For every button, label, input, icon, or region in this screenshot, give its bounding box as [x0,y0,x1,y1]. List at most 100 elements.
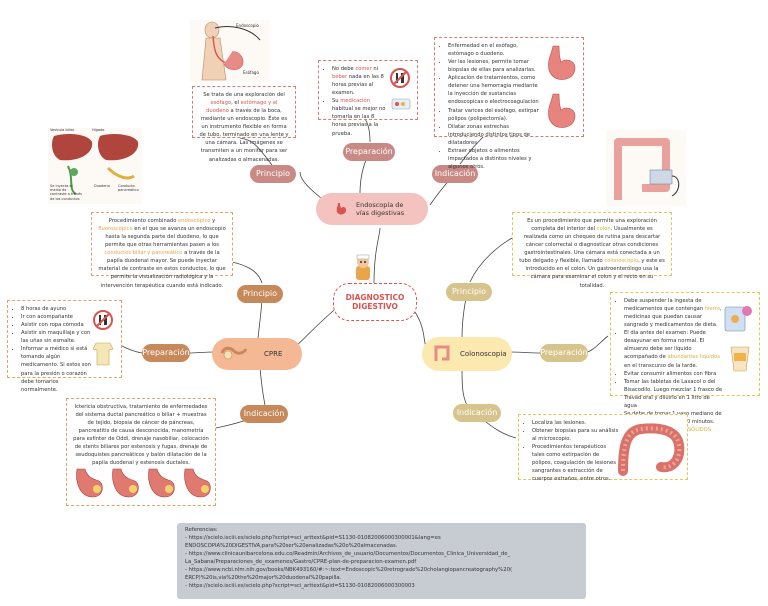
text: y [210,218,216,224]
text: Procedimiento combinado [108,218,179,224]
center-title: DIAGNOSTICO DIGESTIVO [345,293,405,311]
text: en el que se avanza un endoscopio hasta … [104,226,226,249]
ind-item: Dilatar zonas estrechas introduciendo di… [448,123,543,147]
duodenum-label: Duodeno [94,184,110,188]
endoscopia-indicacion-pill: Indicación [432,165,478,183]
endoscopia-title: Endoscopía de vías digestivas [356,200,405,217]
stomach-illustration [543,44,579,135]
endoscopia-preparacion-box: No debe comer ni beber nada en las 8 hor… [318,60,418,137]
pancreas-icon [220,343,248,365]
text: en el transcurso de la tarde. [624,362,698,369]
pills-icon [391,95,411,114]
prep-item: Asistir con ropa cómoda [21,321,91,329]
endoscopio-label: Endoscopio [236,23,259,28]
reference-link[interactable]: La_Sabana/Preparaciones_de_examenes/Gast… [185,558,417,565]
ind-item: Extraer objetos o alimentos impactados a… [448,147,543,171]
prep-item: Asistir sin maquillaje y con las uñas si… [21,329,91,345]
cpre-indicacion-text: Ictericia obstructiva, tratamiento de en… [73,404,209,467]
endoscopia-principio-pill: Principio [250,165,296,183]
reference-link[interactable]: - https://www.ncbi.nlm.nih.gov/books/NBK… [185,566,513,573]
colon-icon [432,343,452,365]
reference-link[interactable]: - https://scielo.isciii.es/scielo.php?sc… [185,582,415,589]
prep-item: Debe suspender la ingesta de medicamento… [624,297,724,329]
cpre-preparacion-box: 8 horas de ayuno Ir con acompañante Asis… [7,300,122,393]
colonoscopia-principio-box: Es un procedimiento que permite una expl… [512,212,672,289]
text: habitual se mejor no tomarla en las 8 ho… [332,106,386,137]
endoscopia-preparacion-pill: Preparación [343,143,395,161]
stomach-icon [334,202,348,216]
highlight: colonoscopio [604,258,639,265]
cpre-indicacion-pill: Indicación [240,405,288,423]
colonoscopia-preparacion-box: Debe suspender la ingesta de medicamento… [610,292,760,433]
reference-link[interactable]: ERCP)%20is,via%20the%20major%20duodenal%… [185,574,342,581]
endoscopia-indicacion-box: Enfermedad en el esófago, estómago o duo… [434,37,584,170]
stomachs-illustration [71,463,213,506]
colonoscopia-node: Colonoscopia [422,337,512,371]
liver-label: Hígado [92,128,105,132]
text: a través de la boca, mediante un endosco… [199,108,289,163]
no-food-icon [389,67,411,92]
prep-item: Informar a médico si está tomando algún … [21,345,91,393]
colonoscopia-title: Colonoscopia [460,350,507,358]
cpre-preparacion-pill: Preparación [142,344,190,362]
ind-item: Ver las lesiones, permite tomar biopsias… [448,58,543,74]
text: No debe [332,66,356,72]
colon-illustration [617,419,685,480]
references-title: Referencias: [185,527,218,533]
prep-item: Evitar consumir alimentos con fibra [624,370,724,378]
highlight: beber [332,74,348,81]
cpre-node: CPRE [212,338,302,370]
highlight: fluoroscópico [98,226,133,233]
prep-item: Tomar las tabletas de Laxacol o del Bisa… [624,378,724,410]
text: ni [371,66,379,72]
no-food-icon [92,309,114,334]
highlight: comer [355,66,372,72]
text: . Usualmente es realizada como un cheque… [519,226,661,265]
text: a través de la papila duodenal mayor. Se… [98,250,226,289]
endoscopy-illustration: Esófago Endoscopio [190,20,270,82]
endoscopia-principio-box: Se trata de una exploración del esófago,… [192,86,296,163]
endoscopia-node: Endoscopía de vías digestivas [316,193,428,225]
prep-item: Ir con acompañante [21,313,91,321]
center-node: DIAGNOSTICO DIGESTIVO [333,283,417,321]
highlight: endoscópico [178,218,211,224]
cpre-principio-box: Procedimiento combinado endoscópico y fl… [91,212,233,289]
ind-item: Tratar varices del esófago, extirpar pól… [448,107,543,123]
prep-item: El día antes del examen: Puede desayunar… [624,329,724,369]
cpre-indicacion-box: Ictericia obstructiva, tratamiento de en… [66,398,216,506]
text: , el [231,100,241,107]
reference-link[interactable]: - https://www.clinicaunibarcelona.edu.co… [185,550,511,557]
ind-item: Aplicación de tratamientos, como detener… [448,74,543,106]
cup-illustration [727,343,753,376]
reference-link[interactable]: ENDOSCOPIA%20DIGESTIVA,para%20ser%20anal… [185,542,398,549]
cpre-title: CPRE [264,350,283,358]
colonoscopy-illustration [606,130,686,206]
pancreatic-duct-label: Conducto pancreático [118,184,139,192]
cpre-principio-pill: Principio [237,285,283,303]
colonoscopia-preparacion-pill: Preparación [540,344,588,362]
highlight: medicación [340,98,370,105]
prep-item: No debe comer ni beber nada en las 8 hor… [332,65,386,97]
highlight: abundantes líquidos [667,354,720,361]
text: nada en las 8 horas previas al examen. [332,74,384,97]
text: Su [332,98,341,105]
doctor-illustration [348,252,378,282]
highlight: colon [596,226,611,233]
text: Es un procedimiento que permite una expl… [527,218,657,233]
clothing-icon [92,341,114,370]
esofago-label: Esófago [243,70,259,75]
colonoscopia-indicacion-pill: Indicación [453,404,501,422]
highlight: conductos biliar y pancreático [104,250,183,257]
ind-item: Enfermedad en el esófago, estómago o duo… [448,42,543,58]
text: Debe suspender la ingesta de medicamento… [624,298,705,313]
biliary-illustration: Hígado Vesícula biliar Duodeno Conducto … [48,128,142,204]
ind-item: Procedimientos terapéuticos tales como e… [532,443,620,483]
colonoscopia-principio-pill: Principio [446,283,492,301]
colonoscopia-indicacion-box: Localiza las lesiones. Obtener biopsias … [518,414,688,483]
reference-link[interactable]: - https://scielo.isciii.es/scielo.php?sc… [185,534,441,541]
ind-item: Localiza las lesiones. [532,419,620,427]
medicine-illustration [723,301,755,336]
ind-item: Obtener biopsias para su análisis al mic… [532,427,620,443]
prep-item: Su medicación habitual se mejor no tomar… [332,97,386,137]
